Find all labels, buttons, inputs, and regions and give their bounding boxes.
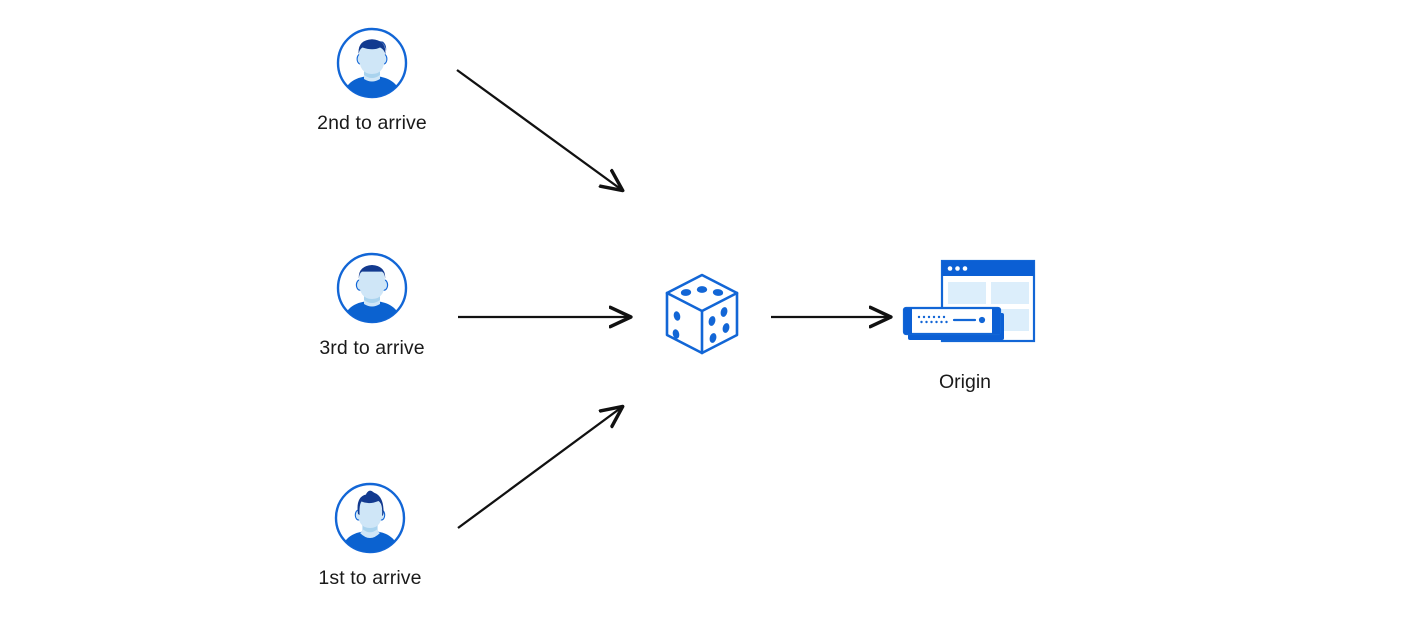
user-avatar-icon	[333, 481, 407, 555]
node-client-3[interactable]: 3rd to arrive	[292, 251, 452, 359]
node-label-client-1: 1st to arrive	[318, 567, 422, 589]
user-avatar-icon	[335, 251, 409, 325]
node-label-origin: Origin	[938, 371, 992, 393]
node-origin[interactable]: Origin	[875, 255, 1055, 394]
node-randomizer[interactable]	[652, 264, 752, 364]
user-avatar-icon	[335, 26, 409, 100]
node-client-2[interactable]: 2nd to arrive	[292, 26, 452, 134]
node-label-client-3: 3rd to arrive	[319, 337, 425, 359]
node-client-1[interactable]: 1st to arrive	[290, 481, 450, 589]
dice-icon	[652, 264, 752, 364]
arrow-client2-to-dice	[456, 69, 622, 190]
node-label-client-2: 2nd to arrive	[317, 112, 427, 134]
arrow-client1-to-dice	[457, 407, 622, 529]
origin-server-icon	[890, 255, 1040, 360]
